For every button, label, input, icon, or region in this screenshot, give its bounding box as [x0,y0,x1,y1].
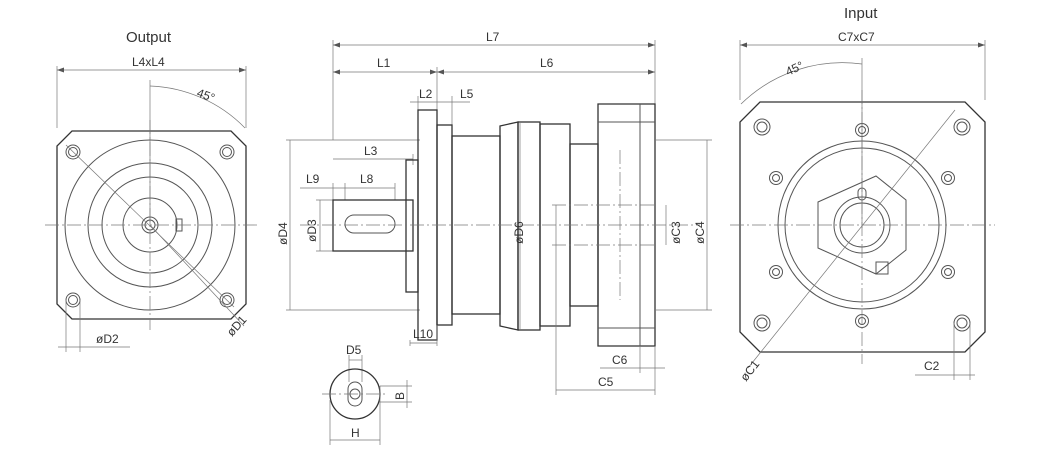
input-view: Input C7xC7 45° [730,5,995,384]
dim-c3: øC3 [669,221,683,244]
dim-d1: øD1 [224,313,250,339]
output-view: Output L4xL4 45° ø [45,29,258,352]
dim-d6: øD6 [512,221,526,244]
dim-l7: L7 [486,30,500,44]
dim-d5: D5 [346,343,362,357]
dim-b: B [393,392,407,400]
output-bolt-holes [65,144,235,308]
dim-c7xc7: C7xC7 [838,30,875,44]
dim-l5: L5 [460,87,474,101]
dim-angle-input: 45° [783,58,806,78]
dim-l6: L6 [540,56,554,70]
dim-l4xl4: L4xL4 [132,55,165,69]
output-title: Output [126,29,172,46]
dim-d3: øD3 [305,219,319,242]
dim-l2: L2 [419,87,433,101]
dim-c5: C5 [598,375,614,389]
dim-c4: øC4 [693,221,707,244]
dim-d4: øD4 [276,222,290,245]
dim-c6: C6 [612,353,628,367]
dim-angle-output: 45° [195,86,217,105]
dim-l1: L1 [377,56,391,70]
side-view: L7 L1 L6 L2 L5 L3 L9 L8 øD4 øD3 [276,30,712,395]
dim-d2: øD2 [96,332,119,346]
dim-c1: øC1 [737,357,762,384]
dim-l3: L3 [364,144,378,158]
dim-l10: L10 [413,327,433,341]
input-title: Input [844,5,878,22]
dim-h: H [351,426,360,440]
dim-c2: C2 [924,359,940,373]
dim-l8: L8 [360,172,374,186]
shaft-section: D5 B H [322,343,412,445]
dim-l9: L9 [306,172,320,186]
